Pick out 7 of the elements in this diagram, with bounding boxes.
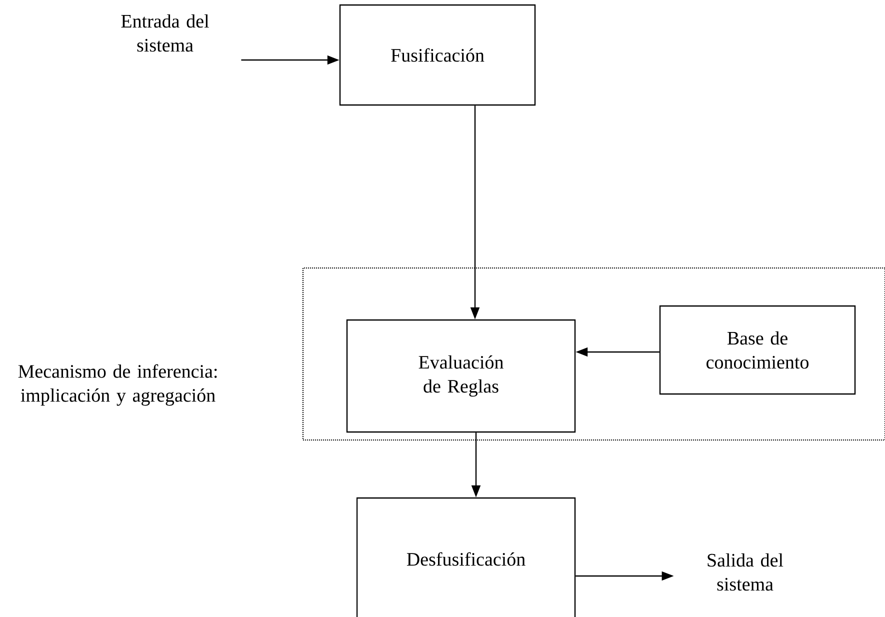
process-box: Desfusificación	[356, 497, 576, 617]
text-label: Entrada del sistema	[121, 14, 209, 52]
process-box: Fusificación	[339, 4, 536, 106]
region-label: Mecanismo de inferencia: implicación y agregación	[18, 364, 217, 406]
process-box: Base de conocimiento	[659, 305, 856, 395]
process-box: Evaluación de Reglas	[346, 319, 576, 433]
text-label: Salida del sistema	[708, 553, 784, 591]
